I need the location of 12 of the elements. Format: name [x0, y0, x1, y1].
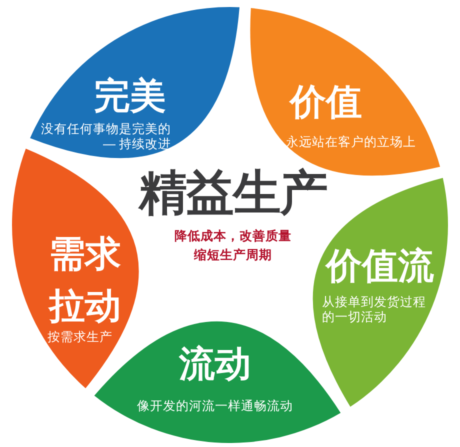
segment-title: 需求拉动 — [47, 232, 122, 328]
segment-description: 从接单到发货过程的一切活动 — [322, 295, 426, 325]
main-title: 精益生产 — [139, 168, 327, 221]
segment-description: 永远站在客户的立场上 — [286, 135, 417, 150]
segment-title: 价值流 — [324, 244, 435, 288]
segment-description: 没有任何事物是完美的— 持续改进 — [40, 122, 171, 152]
segment-title: 流动 — [178, 342, 252, 386]
segment-title: 价值 — [288, 80, 363, 124]
segment-description: 像开发的河流一样通畅流动 — [136, 399, 294, 414]
subtitle: 降低成本，改善质量缩短生产周期 — [174, 228, 292, 264]
segment-description: 按需求生产 — [46, 330, 114, 345]
segment-title: 完美 — [93, 74, 167, 118]
